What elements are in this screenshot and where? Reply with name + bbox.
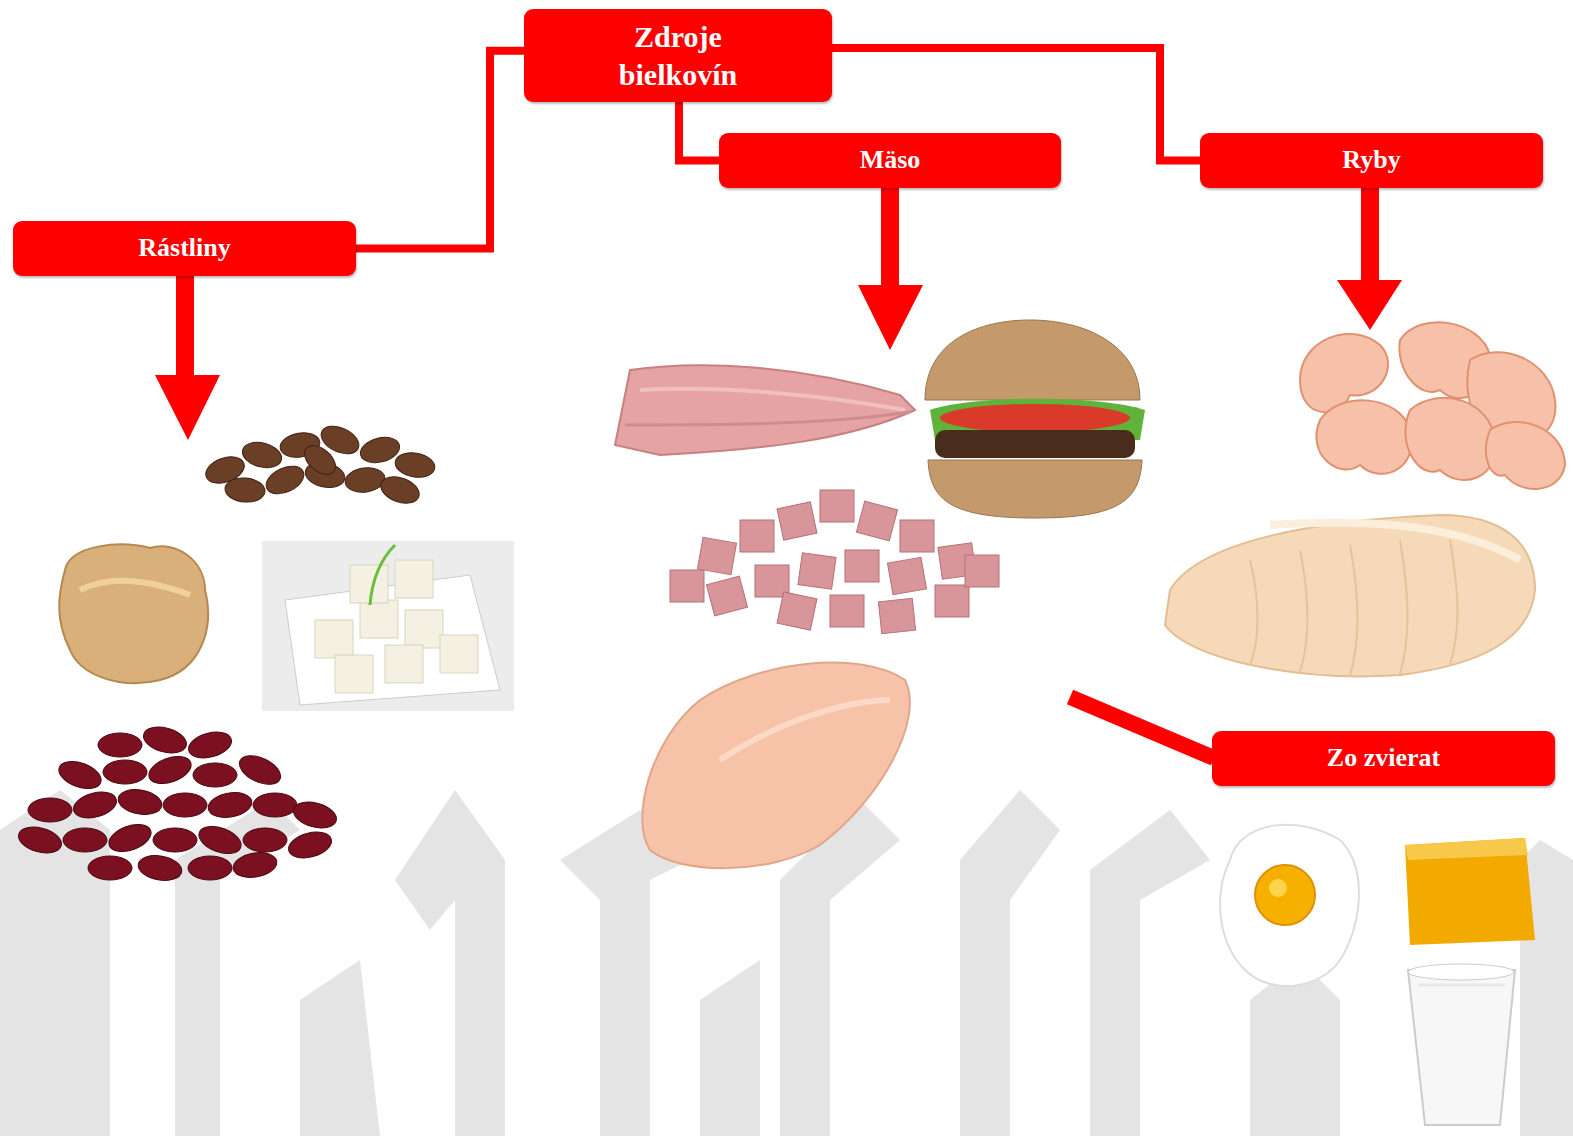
node-label: Rástliny <box>138 232 230 265</box>
node-label: Zo zvierat <box>1327 742 1440 775</box>
category-box: Zo zvierat <box>1212 731 1555 786</box>
peanut-butter <box>59 544 208 683</box>
shrimp <box>1300 322 1565 489</box>
milk-glass <box>1408 964 1515 1125</box>
node-label: Ryby <box>1342 144 1400 177</box>
chicken-breast <box>642 663 909 869</box>
leader-line <box>1070 697 1214 758</box>
almonds <box>202 421 437 508</box>
ham <box>615 365 915 455</box>
connector <box>356 51 524 249</box>
burger <box>925 320 1145 518</box>
node-label: Mäso <box>860 144 921 177</box>
root-box: Zdroje bielkovín <box>524 9 832 102</box>
category-box: Mäso <box>719 133 1061 188</box>
category-box: Ryby <box>1200 133 1543 188</box>
category-box: Rástliny <box>13 221 356 276</box>
fried-egg <box>1220 825 1359 986</box>
fish-fillet <box>1165 515 1535 676</box>
node-label: Zdroje bielkovín <box>578 18 778 93</box>
beans <box>16 723 340 884</box>
cheese <box>1405 838 1535 945</box>
tofu <box>262 541 514 711</box>
diced-meat <box>670 490 999 634</box>
